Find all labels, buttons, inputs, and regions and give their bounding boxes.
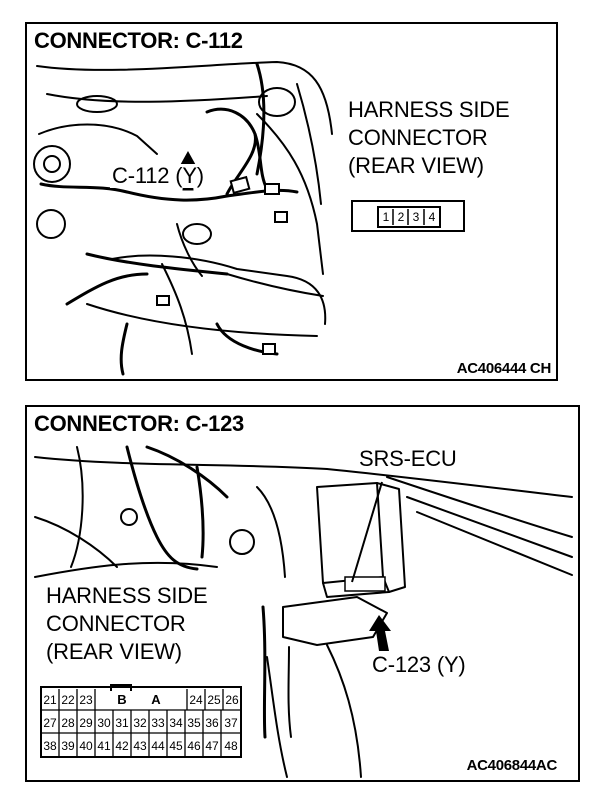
pin-label: 47 xyxy=(205,739,219,753)
pin-label: 48 xyxy=(224,739,238,753)
pin-label: 25 xyxy=(207,693,221,707)
pin-label: 29 xyxy=(79,716,93,730)
pin-label: 41 xyxy=(97,739,111,753)
srs-ecu-label: SRS-ECU xyxy=(359,446,457,471)
pin-label: 45 xyxy=(169,739,183,753)
pin-label: 2 xyxy=(397,210,405,224)
harness-label-line-3: (REAR VIEW) xyxy=(348,153,484,178)
harness-side-connector-label: HARNESS SIDE CONNECTOR (REAR VIEW) xyxy=(348,96,510,180)
pin-label: 26 xyxy=(225,693,239,707)
harness-label-line-1: HARNESS SIDE xyxy=(348,97,510,122)
pin-label: 28 xyxy=(61,716,75,730)
pin-label: 40 xyxy=(79,739,93,753)
pin-label: 32 xyxy=(133,716,147,730)
pin-label: 36 xyxy=(205,716,219,730)
connector-c123-panel: CONNECTOR: C-123 SRS-ECU HARNESS SIDE CO… xyxy=(25,405,580,782)
pin-label: 21 xyxy=(43,693,57,707)
pin-label: 44 xyxy=(151,739,165,753)
dashboard-illustration xyxy=(33,61,465,376)
harness-label-line-1: HARNESS SIDE xyxy=(46,583,208,608)
harness-label-line-3: (REAR VIEW) xyxy=(46,639,182,664)
connector-callout: C-123 (Y) xyxy=(372,652,466,677)
pin-label: 1 xyxy=(382,210,390,224)
pin-label: 24 xyxy=(189,693,203,707)
figure-code: AC406844AC xyxy=(466,757,558,774)
panel-title: CONNECTOR: C-112 xyxy=(34,28,243,53)
harness-label-line-2: CONNECTOR xyxy=(348,125,488,150)
pin-label: 37 xyxy=(224,716,238,730)
pin-label: 34 xyxy=(169,716,183,730)
pin-label: 39 xyxy=(61,739,75,753)
pin-label: 38 xyxy=(43,739,57,753)
pin-label: 22 xyxy=(61,693,75,707)
pin-label: 31 xyxy=(115,716,129,730)
pin-label: 3 xyxy=(412,210,420,224)
key-label: B xyxy=(117,692,127,707)
panel-title: CONNECTOR: C-123 xyxy=(34,411,244,436)
pin-label: 33 xyxy=(151,716,165,730)
pin-label: 30 xyxy=(97,716,111,730)
floor-console-illustration xyxy=(34,445,573,778)
key-label: A xyxy=(151,692,161,707)
harness-label-line-2: CONNECTOR xyxy=(46,611,186,636)
pin-label: 43 xyxy=(133,739,147,753)
pin-label: 4 xyxy=(428,210,436,224)
figure-code: AC406444 CH xyxy=(456,360,552,377)
pin-label: 27 xyxy=(43,716,57,730)
pin-label: 46 xyxy=(187,739,201,753)
connector-c112-panel: CONNECTOR: C-112 HARNESS SIDE CONNECTOR … xyxy=(25,22,558,381)
harness-side-connector-label: HARNESS SIDE CONNECTOR (REAR VIEW) xyxy=(46,582,208,666)
pin-label: 23 xyxy=(79,693,93,707)
pin-label: 35 xyxy=(187,716,201,730)
connector-callout: C-112 (Y) xyxy=(110,163,206,188)
pin-label: 42 xyxy=(115,739,129,753)
